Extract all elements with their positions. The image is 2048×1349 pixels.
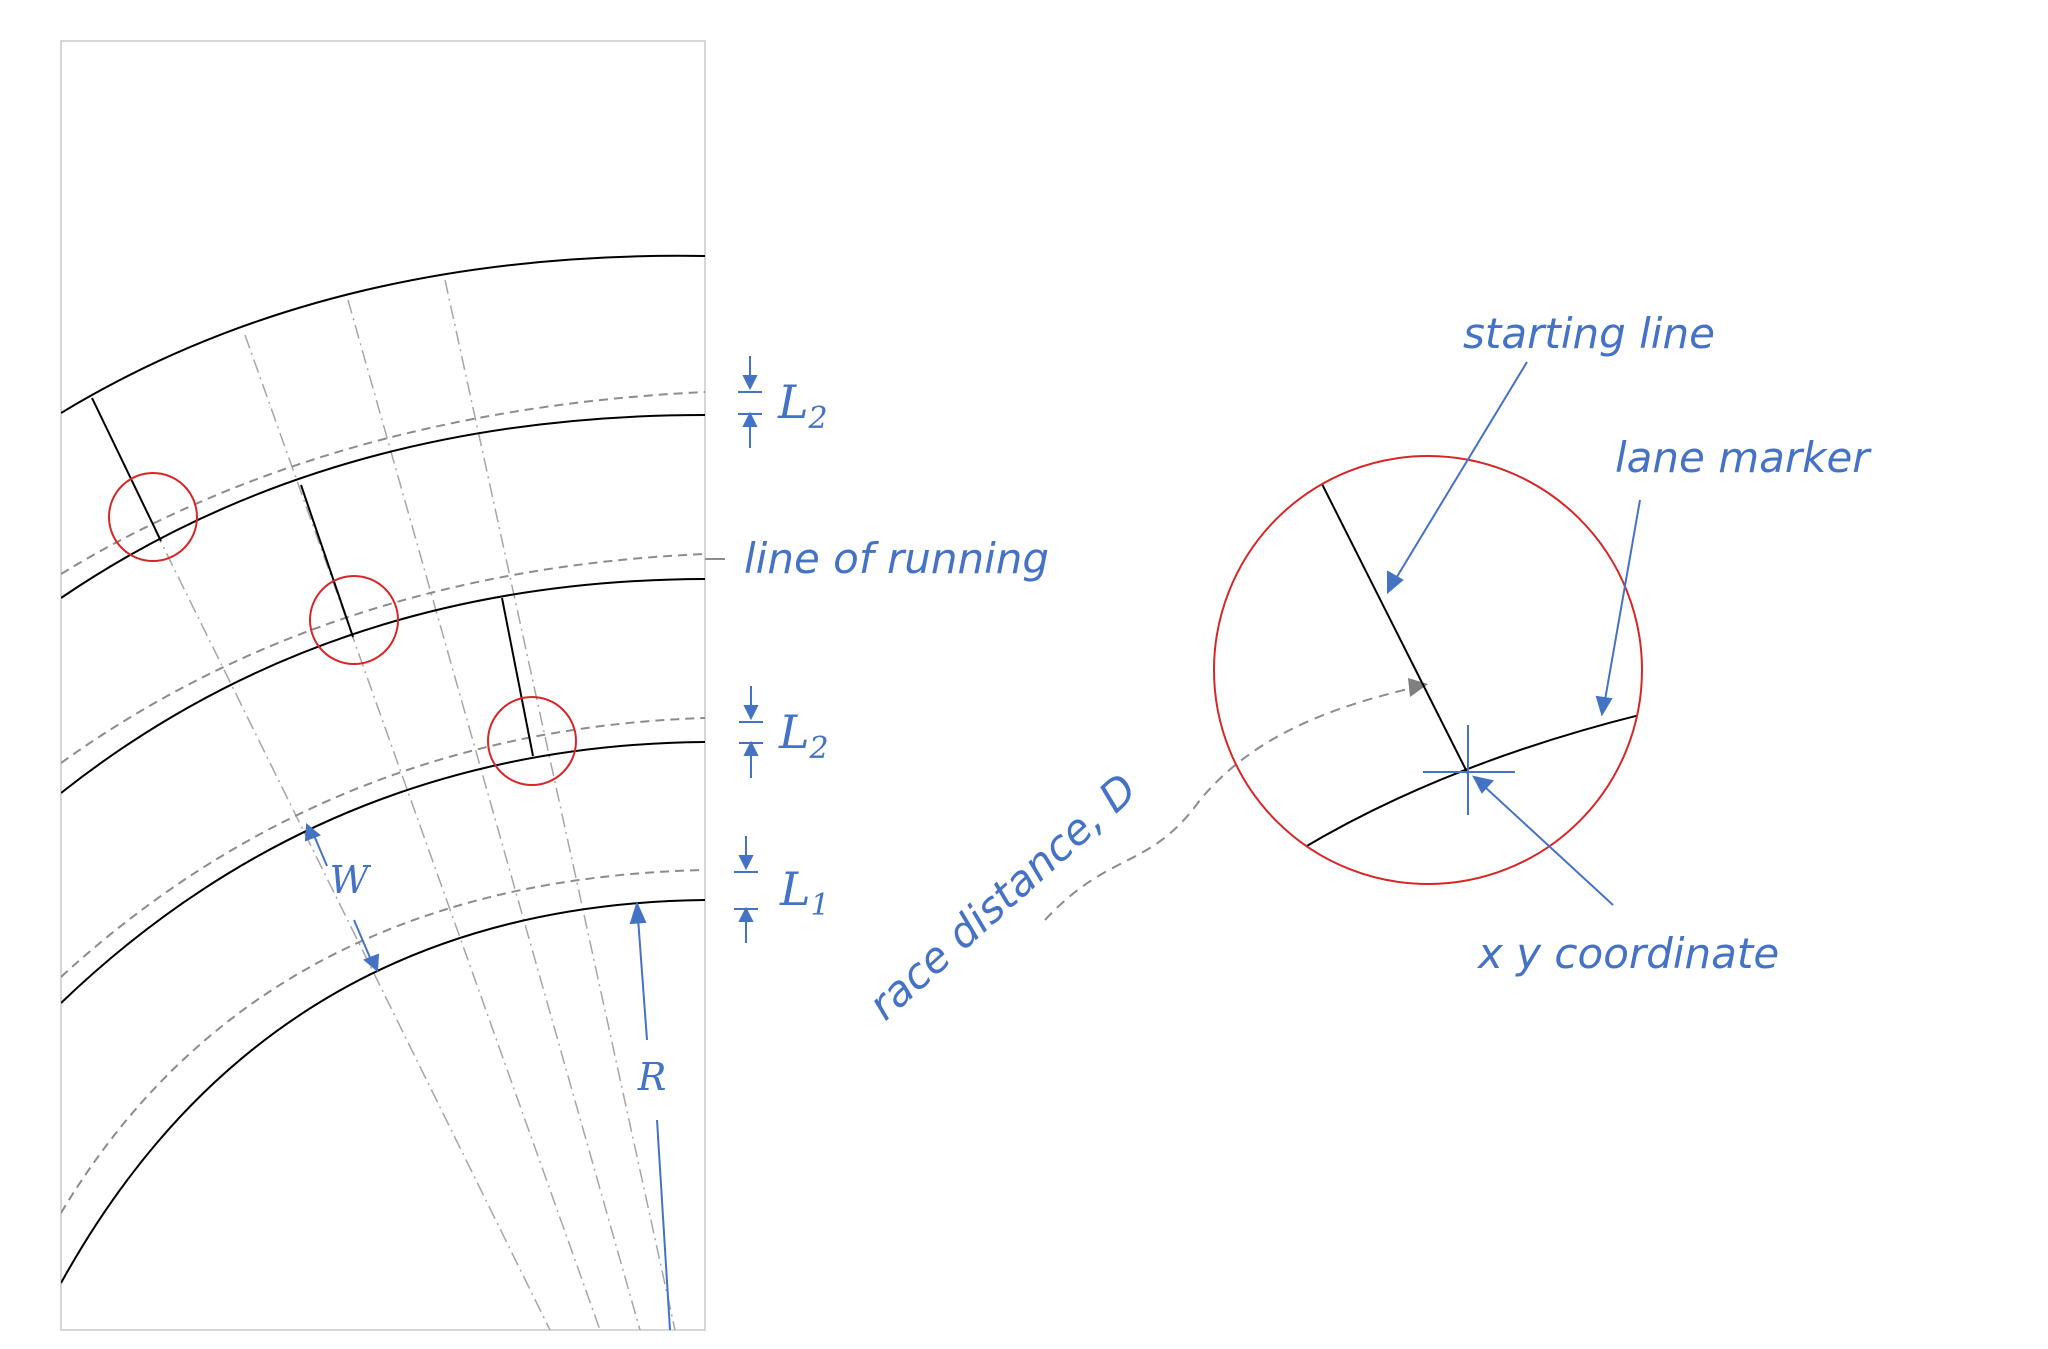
offset-label-sub: 2: [809, 731, 829, 766]
lane-markers: [61, 254, 705, 1284]
arrowhead-icon: [1472, 775, 1494, 794]
offset-label-base: L: [777, 375, 809, 429]
highlight-circle: [487, 696, 577, 786]
race-distance-label: race distance, D: [859, 764, 1146, 1029]
lane-marker: [61, 578, 705, 794]
lane-marker-inner: [61, 899, 705, 1284]
highlight-circle: [108, 472, 198, 562]
offset-label-base: L: [779, 862, 811, 916]
radial-guide-line: [347, 299, 641, 1330]
race-distance-path: [1044, 687, 1413, 921]
svg-text:L1: L1: [779, 862, 830, 923]
running-line-lane-3: [61, 553, 705, 764]
width-arrowhead-lower: [363, 953, 380, 973]
offset-marker-l2-mid: L2: [739, 686, 829, 778]
offset-label-sub: 2: [808, 401, 828, 436]
zoom-detail: [1213, 455, 1643, 885]
detail-lane-marker: [1299, 709, 1642, 851]
lane-marker-label: lane marker: [1615, 433, 1872, 482]
width-arrow-lower: [353, 919, 372, 961]
zoom-circle: [1213, 455, 1643, 885]
arrowhead-icon: [1595, 695, 1613, 717]
xy-coordinate-pointer: [1472, 775, 1614, 906]
offset-marker-l2-top: L2: [738, 356, 828, 448]
radial-guide-line: [244, 334, 601, 1330]
lane-marker-outer: [61, 254, 705, 414]
radius-arrow-upper: [637, 917, 648, 1041]
svg-text:L2: L2: [778, 705, 829, 766]
width-label: W: [329, 858, 371, 902]
starting-line-lane-2: [501, 597, 534, 757]
starting-line-lane-4: [91, 397, 162, 542]
starting-line-label: starting line: [1463, 309, 1715, 358]
running-line-lane-4: [61, 391, 705, 575]
arrowhead-icon: [1387, 570, 1404, 595]
highlight-circles: [108, 472, 577, 786]
radius-arrowhead: [629, 901, 647, 925]
running-line-lane-1: [61, 869, 705, 1214]
track-panel-border: [60, 40, 706, 1331]
offset-label-sub: 1: [811, 888, 830, 923]
svg-text:L2: L2: [777, 375, 828, 436]
running-lines: [61, 391, 705, 1214]
offset-label-base: L: [778, 705, 810, 759]
lane-marker: [61, 741, 705, 1004]
starting-line-pointer: [1387, 361, 1528, 595]
dimension-arrows-icon: [739, 686, 763, 778]
radial-guide-line: [154, 529, 551, 1330]
radius-label: R: [637, 1055, 667, 1099]
dimension-arrows-icon: [738, 356, 762, 448]
dimension-arrows-icon: [734, 836, 758, 943]
track-panel: W R: [61, 254, 705, 1330]
running-line-lane-2: [61, 717, 705, 978]
lane-marker-pointer: [1595, 499, 1641, 717]
width-dimension: [304, 822, 380, 973]
xy-coordinate-label: x y coordinate: [1476, 929, 1779, 978]
highlight-circle: [309, 575, 399, 665]
width-arrowhead-upper: [304, 822, 321, 842]
radial-guide-line: [444, 279, 676, 1330]
starting-line-lane-3: [300, 484, 354, 638]
radius-arrow-lower: [656, 1119, 671, 1330]
radius-dimension: [629, 901, 671, 1330]
width-arrow-upper: [312, 832, 328, 867]
lane-marker: [61, 414, 705, 599]
crosshair-icon: [1423, 725, 1515, 815]
radial-guides: [154, 279, 676, 1330]
starting-lines: [91, 397, 534, 757]
line-of-running-label: line of running: [744, 534, 1049, 583]
detail-starting-line: [1321, 483, 1469, 775]
offset-marker-l1: L1: [734, 836, 830, 943]
